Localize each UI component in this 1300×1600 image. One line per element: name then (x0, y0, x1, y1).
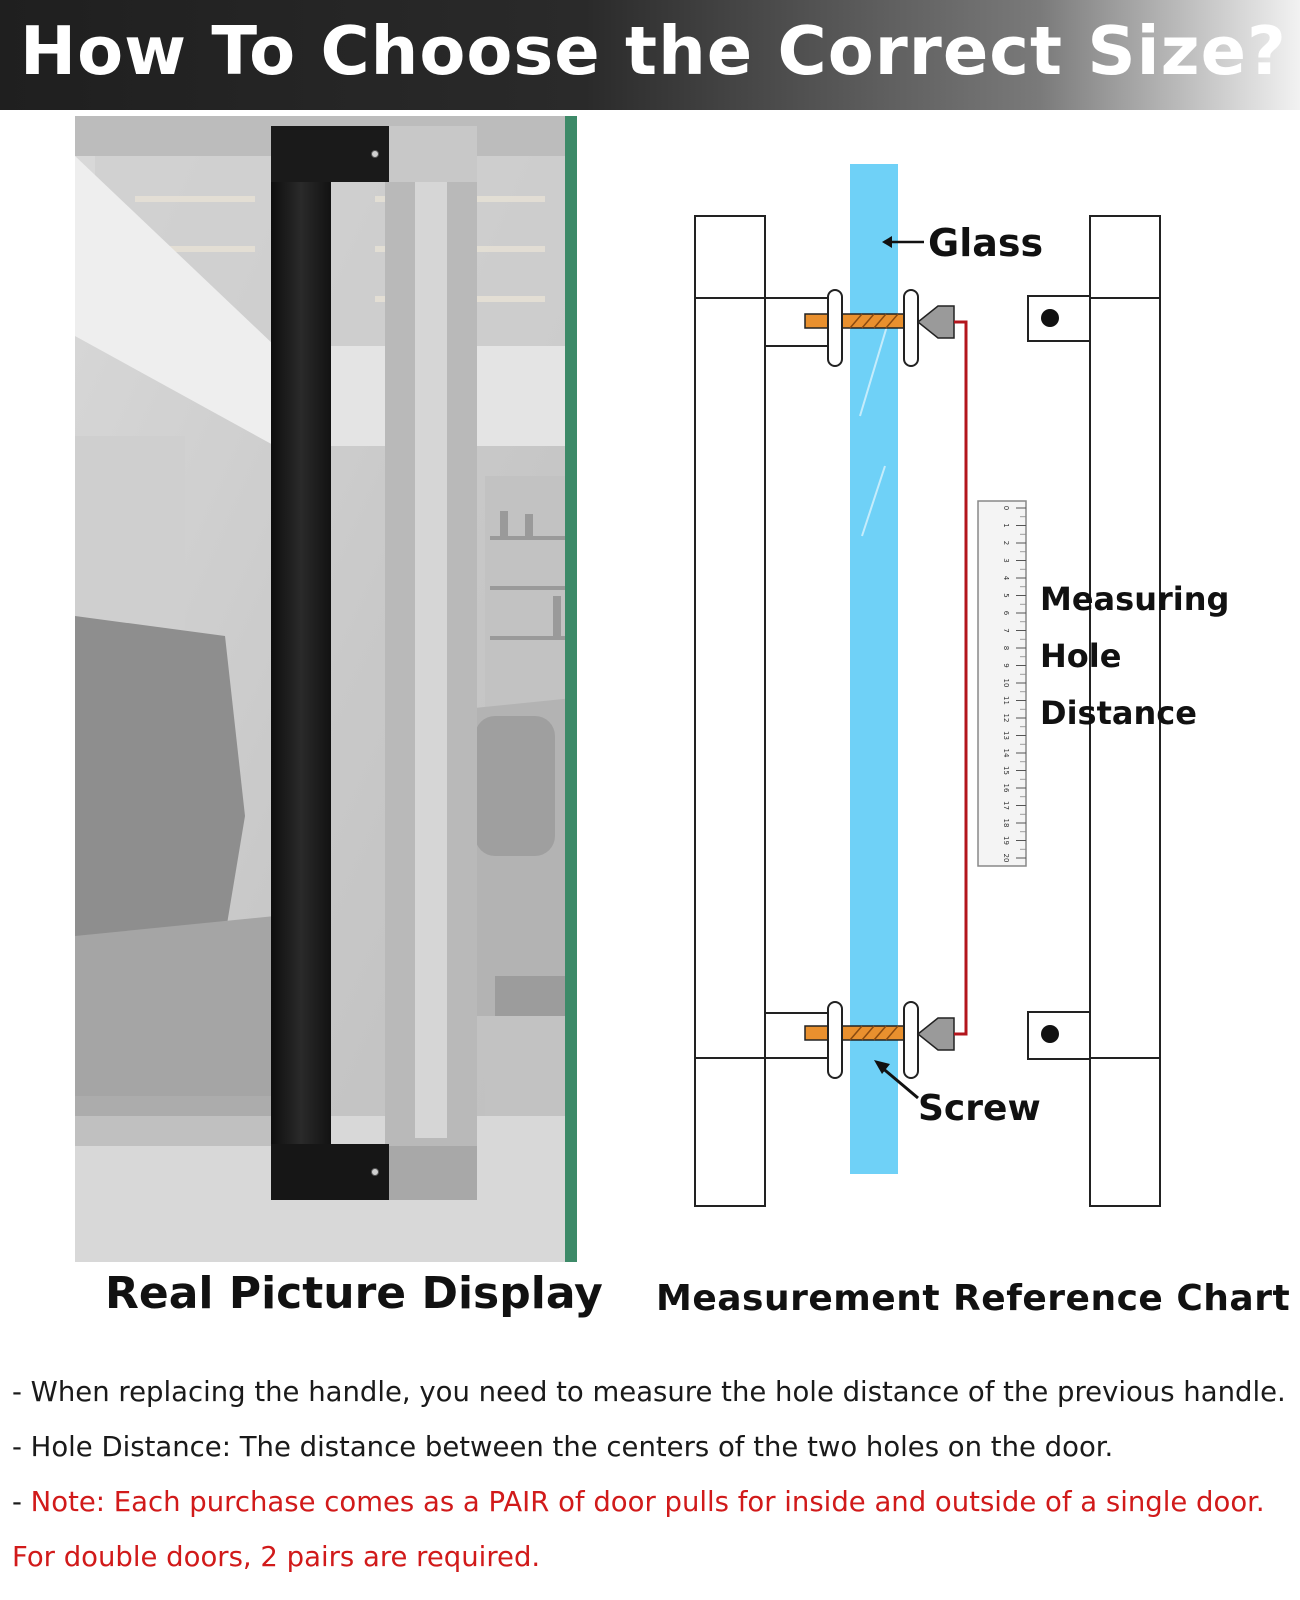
measuring-label: Measuring (1040, 580, 1229, 618)
ruler-tick-label: 12 (1002, 714, 1010, 723)
bottom-screw-assembly (804, 1001, 955, 1079)
header-bar: How To Choose the Correct Size? (0, 0, 1300, 110)
note-hole-distance: - Hole Distance: The distance between th… (12, 1431, 1114, 1463)
reference-chart-caption: Measurement Reference Chart (656, 1278, 1291, 1319)
ruler-tick-label: 13 (1002, 731, 1010, 740)
ruler-tick-label: 11 (1002, 696, 1010, 705)
note-pair-prefix: - (12, 1486, 31, 1518)
ruler-tick-label: 15 (1002, 766, 1010, 775)
screw-arrow (879, 1064, 919, 1100)
ruler-tick-label: 17 (1002, 801, 1010, 810)
hole-label: Hole (1040, 637, 1121, 675)
page-title: How To Choose the Correct Size? (20, 12, 1287, 90)
ruler-tick-label: 19 (1002, 836, 1010, 845)
distance-label: Distance (1040, 694, 1197, 732)
ruler-tick-label: 8 (1002, 646, 1010, 650)
glass-panel (850, 164, 898, 1174)
ruler-tick-label: 6 (1002, 611, 1010, 616)
black-handle (271, 126, 389, 1200)
top-hole (1041, 309, 1059, 327)
note-double-doors: For double doors, 2 pairs are required. (12, 1541, 541, 1573)
ruler-tick-label: 1 (1002, 523, 1010, 527)
ruler-tick-label: 18 (1002, 819, 1010, 828)
ruler-tick-label: 4 (1002, 576, 1010, 581)
ruler-tick-label: 9 (1002, 663, 1010, 667)
ruler-tick-label: 5 (1002, 593, 1010, 597)
ruler-tick-label: 2 (1002, 541, 1010, 545)
glass-edge (565, 116, 577, 1262)
note-replacing: - When replacing the handle, you need to… (12, 1376, 1286, 1408)
ruler-tick-label: 14 (1002, 749, 1010, 758)
top-screw-assembly (804, 289, 955, 367)
note-pair-text: Note: Each purchase comes as a PAIR of d… (30, 1486, 1265, 1518)
real-picture-photo (75, 116, 593, 1262)
notes-section: - When replacing the handle, you need to… (12, 1365, 1292, 1585)
ruler-tick-label: 3 (1002, 558, 1010, 562)
ceiling-slab (75, 156, 275, 446)
ruler-tick-label: 0 (1002, 506, 1010, 510)
screw-label: Screw (918, 1088, 1041, 1129)
real-picture-caption: Real Picture Display (105, 1268, 603, 1319)
ruler-tick-label: 10 (1002, 679, 1010, 688)
ruler-tick-label: 16 (1002, 784, 1010, 793)
glass-label: Glass (928, 221, 1043, 265)
armchair (75, 616, 245, 936)
ruler-tick-label: 7 (1002, 628, 1010, 632)
ruler-tick-label: 20 (1002, 854, 1010, 863)
right-handle (1027, 215, 1161, 1207)
measurement-line (954, 320, 968, 1036)
bottom-hole (1041, 1025, 1059, 1043)
left-handle (694, 215, 834, 1207)
note-pair: - Note: Each purchase comes as a PAIR of… (12, 1475, 1292, 1530)
